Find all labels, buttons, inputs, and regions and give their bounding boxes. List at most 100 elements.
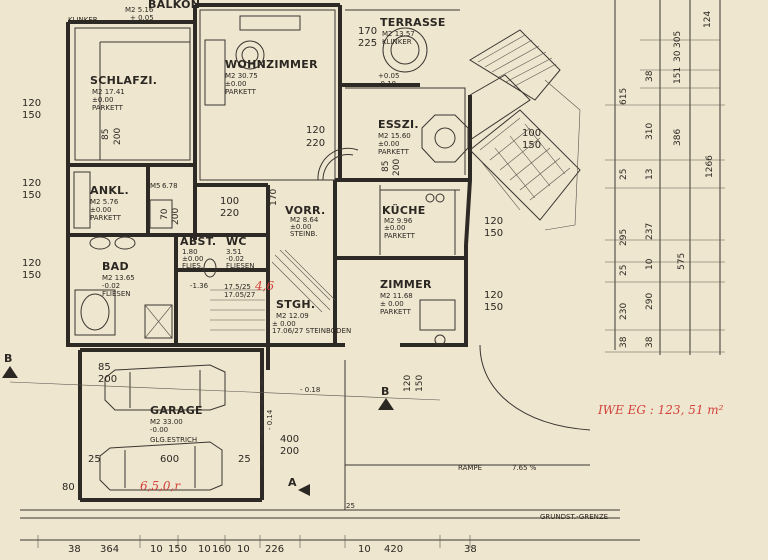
terrasse-floor: KLINKER <box>382 38 412 46</box>
right-dim: 38 <box>645 70 655 82</box>
right-dim: 295 <box>619 229 629 246</box>
esszimmer-door-width: 85 <box>381 161 391 172</box>
bottom-dim: 364 <box>100 544 119 555</box>
abstell-level: ±0.00 <box>182 255 203 263</box>
grundstuecksgrenze-label: GRUNDST.-GRENZE <box>540 513 608 521</box>
right-dim: 575 <box>677 253 687 270</box>
garage-name: GARAGE <box>150 404 203 417</box>
wc-area: 3.51 <box>226 248 242 256</box>
bottom-dim: 150 <box>168 544 187 555</box>
bad-area: M2 13.65 <box>102 274 135 282</box>
right-dim: 25 <box>619 265 629 276</box>
ankleide-level: ±0.00 <box>90 206 111 214</box>
esszimmer-name: ESSZI. <box>378 118 419 131</box>
terrasse-area: M2 13.57 <box>382 30 415 38</box>
stiege-lower-level: -1.36 <box>190 282 209 290</box>
stiege-floor: 17.06/27 STEINBODEN <box>272 327 351 335</box>
left-window-2-width: 120 <box>22 178 41 189</box>
ankleide-floor: PARKETT <box>90 214 122 222</box>
right-dim: 310 <box>645 123 655 140</box>
schlafzimmer-level: ±0.00 <box>92 96 113 104</box>
section-a-label: A <box>288 476 297 489</box>
stiege-area: M2 12.09 <box>276 312 309 320</box>
garage-handwritten: 6,5,0,r <box>140 479 181 493</box>
zimmer-window-width: 120 <box>484 290 503 301</box>
vorraum-door-height: 220 <box>220 208 239 219</box>
bad-name: BAD <box>102 260 129 273</box>
garage-wall-level: - 0.14 <box>266 409 274 430</box>
balkon-floor: KLINKER <box>68 16 98 24</box>
details <box>73 9 469 491</box>
terrasse-door-height: 225 <box>358 38 377 49</box>
entry-level: - 0.18 <box>300 386 320 394</box>
garage-width: 600 <box>160 454 179 465</box>
left-window-2-height: 150 <box>22 190 41 201</box>
bad-level: -0.02 <box>102 282 120 290</box>
schlafzimmer-door-height: 200 <box>113 128 123 145</box>
right-dim: 290 <box>645 293 655 310</box>
garage-right-offset: 25 <box>238 454 251 465</box>
garage-floor: GLG.ESTRICH <box>150 436 197 444</box>
balkon-name: BALKON <box>148 0 200 11</box>
esszimmer-floor: PARKETT <box>378 148 410 156</box>
section-marker-b-left <box>2 366 18 378</box>
kueche-area: M2 9.96 <box>384 217 413 225</box>
esszimmer-door-height: 200 <box>392 159 402 176</box>
wc-level: -0.02 <box>226 255 244 263</box>
terrasse-name: TERRASSE <box>380 16 446 29</box>
left-window-3-height: 150 <box>22 270 41 281</box>
schlafzimmer-door-width: 85 <box>101 129 111 140</box>
rampe-slope: 7.65 % <box>512 464 537 472</box>
right-dim: 10 <box>645 258 655 270</box>
vorraum-area: M2 8.64 <box>290 216 319 224</box>
stiege-level: ± 0.00 <box>272 320 296 328</box>
vorraum-side-dim: 170 <box>269 189 279 206</box>
right-dim: 615 <box>619 88 629 105</box>
terrace-paving <box>469 29 581 231</box>
wohnzimmer-name: WOHNZIMMER <box>225 58 318 71</box>
section-marker-a <box>298 484 310 496</box>
exterior-window-width: 120 <box>403 375 413 392</box>
esszimmer-window-height: 150 <box>522 140 541 151</box>
garage-door-height: 200 <box>280 446 299 457</box>
bottom-dim: 10 <box>198 544 211 555</box>
wohnzimmer-area: M2 30.75 <box>225 72 258 80</box>
garage-level: -0.00 <box>150 426 168 434</box>
vorraum-floor: STEINB. <box>290 230 317 238</box>
right-dim: 38 <box>619 336 629 348</box>
garage-window-height: 200 <box>98 374 117 385</box>
right-dim: 230 <box>619 303 629 320</box>
bottom-dim: 226 <box>265 544 284 555</box>
right-dim: 25 <box>619 169 629 180</box>
right-dim: 305 <box>673 31 683 48</box>
bad-floor: FLIESEN <box>102 290 131 298</box>
left-window-1-height: 150 <box>22 110 41 121</box>
garage-door-width: 400 <box>280 434 299 445</box>
zimmer-window-height: 150 <box>484 302 503 313</box>
wohnzimmer-floor: PARKETT <box>225 88 257 96</box>
ankleide-name: ANKL. <box>90 184 129 197</box>
zimmer-floor: PARKETT <box>380 308 412 316</box>
area-note-handwritten: IWE EG : 123, 51 m² <box>597 403 724 417</box>
wc-floor: FLIESEN <box>226 262 255 270</box>
wohnzimmer-door-width: 120 <box>306 125 325 136</box>
zimmer-area: M2 11.68 <box>380 292 413 300</box>
rampe-label: RAMPE <box>458 464 482 472</box>
schlafzimmer-floor: PARKETT <box>92 104 124 112</box>
right-dim: 30 <box>673 50 683 62</box>
bottom-dim: 10 <box>237 544 250 555</box>
terrasse-level-2: -0.18 <box>378 80 396 88</box>
bottom-dim: 10 <box>150 544 163 555</box>
kueche-name: KÜCHE <box>382 203 426 217</box>
bottom-dim: 10 <box>358 544 371 555</box>
bottom-dim: 38 <box>464 544 477 555</box>
stiege-step-ratio-2: 17.05/27 <box>224 291 255 299</box>
esszimmer-area: M2 15.60 <box>378 132 411 140</box>
schlafzimmer-area: M2 17.41 <box>92 88 125 96</box>
stiege-handwritten: 4,6 <box>254 279 274 293</box>
right-dim: 13 <box>645 169 655 180</box>
balkon-level: + 0.05 <box>130 14 154 22</box>
ramp-offset: 25 <box>346 502 355 510</box>
